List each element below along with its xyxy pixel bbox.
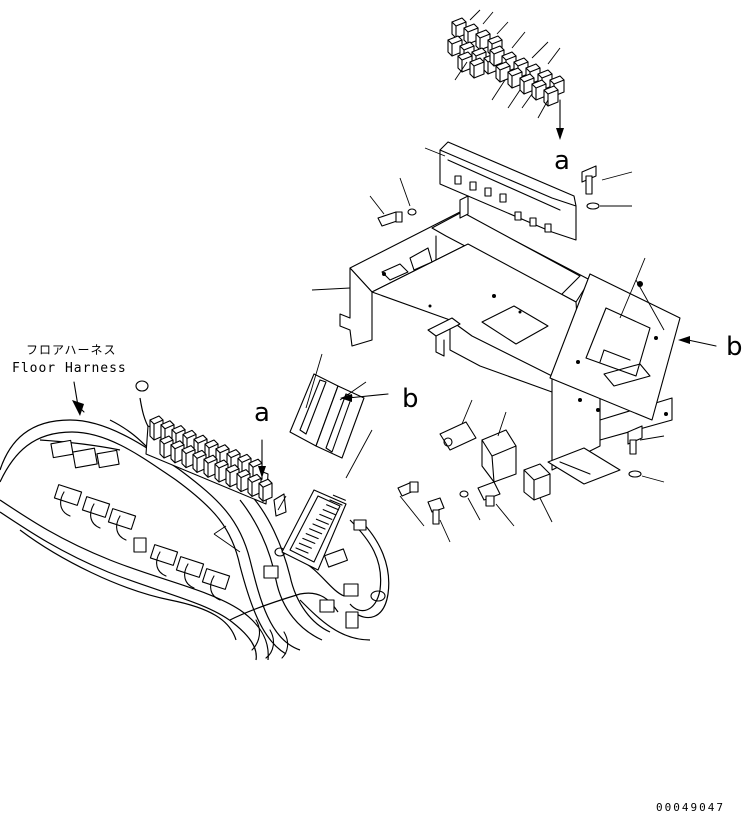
relay-leader-lines xyxy=(455,10,560,118)
floor-harness-label-jp: フロアハーネス xyxy=(26,343,117,357)
arrow-harness-a xyxy=(258,440,266,478)
cover-plate xyxy=(550,258,680,420)
callout-b-mid: b xyxy=(402,384,419,414)
drawing-number: 00049047 xyxy=(656,801,725,814)
fuse-plates xyxy=(290,354,372,478)
floor-harness-label-en: Floor Harness xyxy=(12,361,127,376)
callout-a-mid: a xyxy=(254,398,270,428)
callout-b-right: b xyxy=(726,332,743,362)
relay-mounting-strip xyxy=(425,142,576,240)
fuse-box xyxy=(274,490,346,570)
callout-a-top: a xyxy=(554,146,570,176)
fasteners xyxy=(370,166,664,542)
arrow-cover-b xyxy=(678,336,716,346)
harness-relay-row xyxy=(150,416,272,501)
relay-cluster xyxy=(448,18,564,106)
main-bracket xyxy=(312,196,672,484)
arrow-relays-down xyxy=(556,100,564,140)
arrow-fuse-b xyxy=(340,394,388,402)
electrical-components xyxy=(440,400,552,522)
